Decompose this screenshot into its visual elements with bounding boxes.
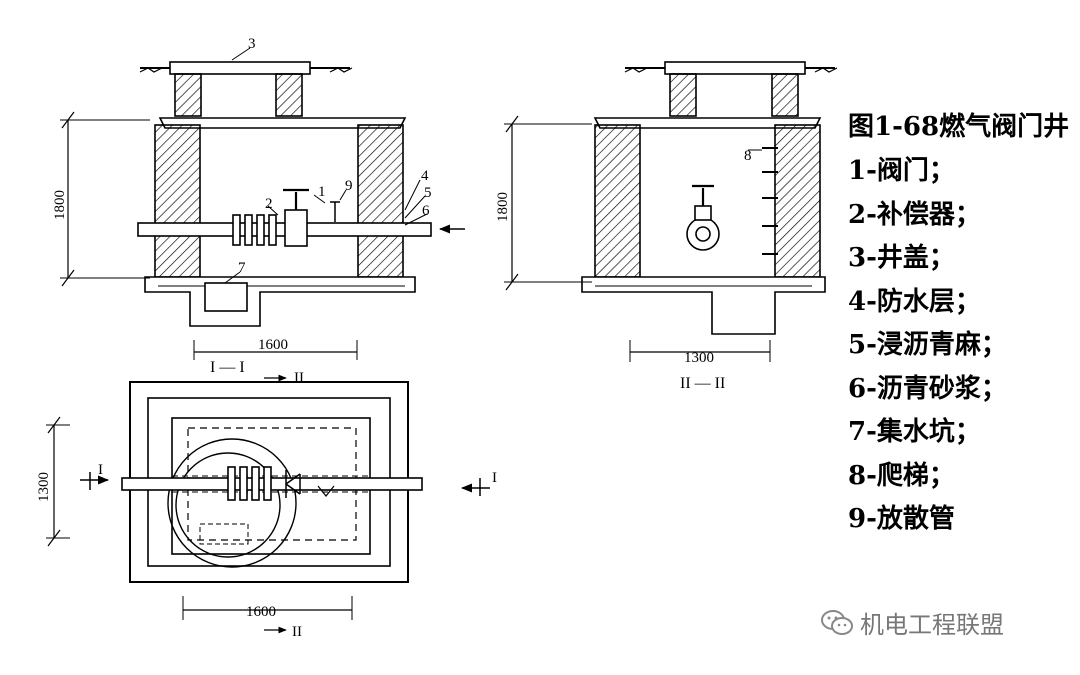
- legend-item: 9-放散管: [848, 504, 955, 534]
- legend-item: 4-防水层；: [848, 286, 981, 317]
- figure-legend: 图1-68燃气阀门井 1-阀门； 2-补偿器； 3-井盖； 4-防水层； 5-浸…: [848, 108, 1076, 542]
- label-valve: 1: [318, 184, 326, 200]
- label-asphalt-mortar: 6: [422, 203, 430, 219]
- figure-title: 图1-68燃气阀门井: [848, 112, 1070, 142]
- section-view-1-texts: 3 1 2 9 4 5 6 7 1800 1600 I — I: [52, 36, 432, 376]
- watermark-text: 机电工程联盟: [860, 611, 1004, 639]
- caption-section-1: I — I: [210, 359, 245, 376]
- dim-width-plan: 1600: [246, 604, 276, 620]
- label-vent: 9: [345, 178, 353, 194]
- legend-item: 1-阀门；: [848, 156, 955, 186]
- label-compensator: 2: [265, 196, 273, 212]
- dim-height-plan: 1300: [36, 472, 52, 502]
- dim-width-1: 1600: [258, 337, 288, 353]
- watermark: 机电工程联盟: [820, 605, 1004, 640]
- legend-item: 5-浸沥青麻；: [848, 330, 1007, 360]
- plan-view-texts: 1300 1600 I I II II: [36, 370, 497, 640]
- dim-width-2: 1300: [684, 350, 714, 366]
- label-sump: 7: [238, 260, 246, 276]
- wechat-icon: [821, 609, 853, 635]
- label-ladder: 8: [744, 148, 752, 164]
- label-cover: 3: [248, 36, 256, 52]
- legend-item: 6-沥青砂浆；: [848, 373, 1007, 404]
- section-view-2: [504, 61, 838, 362]
- cut-mark-bottom: II: [292, 624, 302, 640]
- section-view-1: [60, 47, 465, 360]
- plan-view: [46, 374, 490, 634]
- legend-item: 3-井盖；: [848, 243, 955, 273]
- label-waterproof: 4: [421, 168, 429, 184]
- dim-height-1: 1800: [52, 190, 68, 220]
- section-view-2-texts: 8 1800 1300 II — II: [495, 148, 752, 392]
- cut-mark-right: I: [492, 470, 497, 486]
- dim-height-2: 1800: [495, 192, 511, 222]
- label-asphalt-hemp: 5: [424, 185, 432, 201]
- cut-mark-left: I: [98, 462, 103, 478]
- caption-section-2: II — II: [680, 375, 725, 392]
- cut-mark-top: II: [294, 370, 304, 386]
- legend-item: 7-集水坑；: [848, 417, 981, 447]
- legend-item: 8-爬梯；: [848, 460, 955, 491]
- legend-item: 2-补偿器；: [848, 199, 981, 230]
